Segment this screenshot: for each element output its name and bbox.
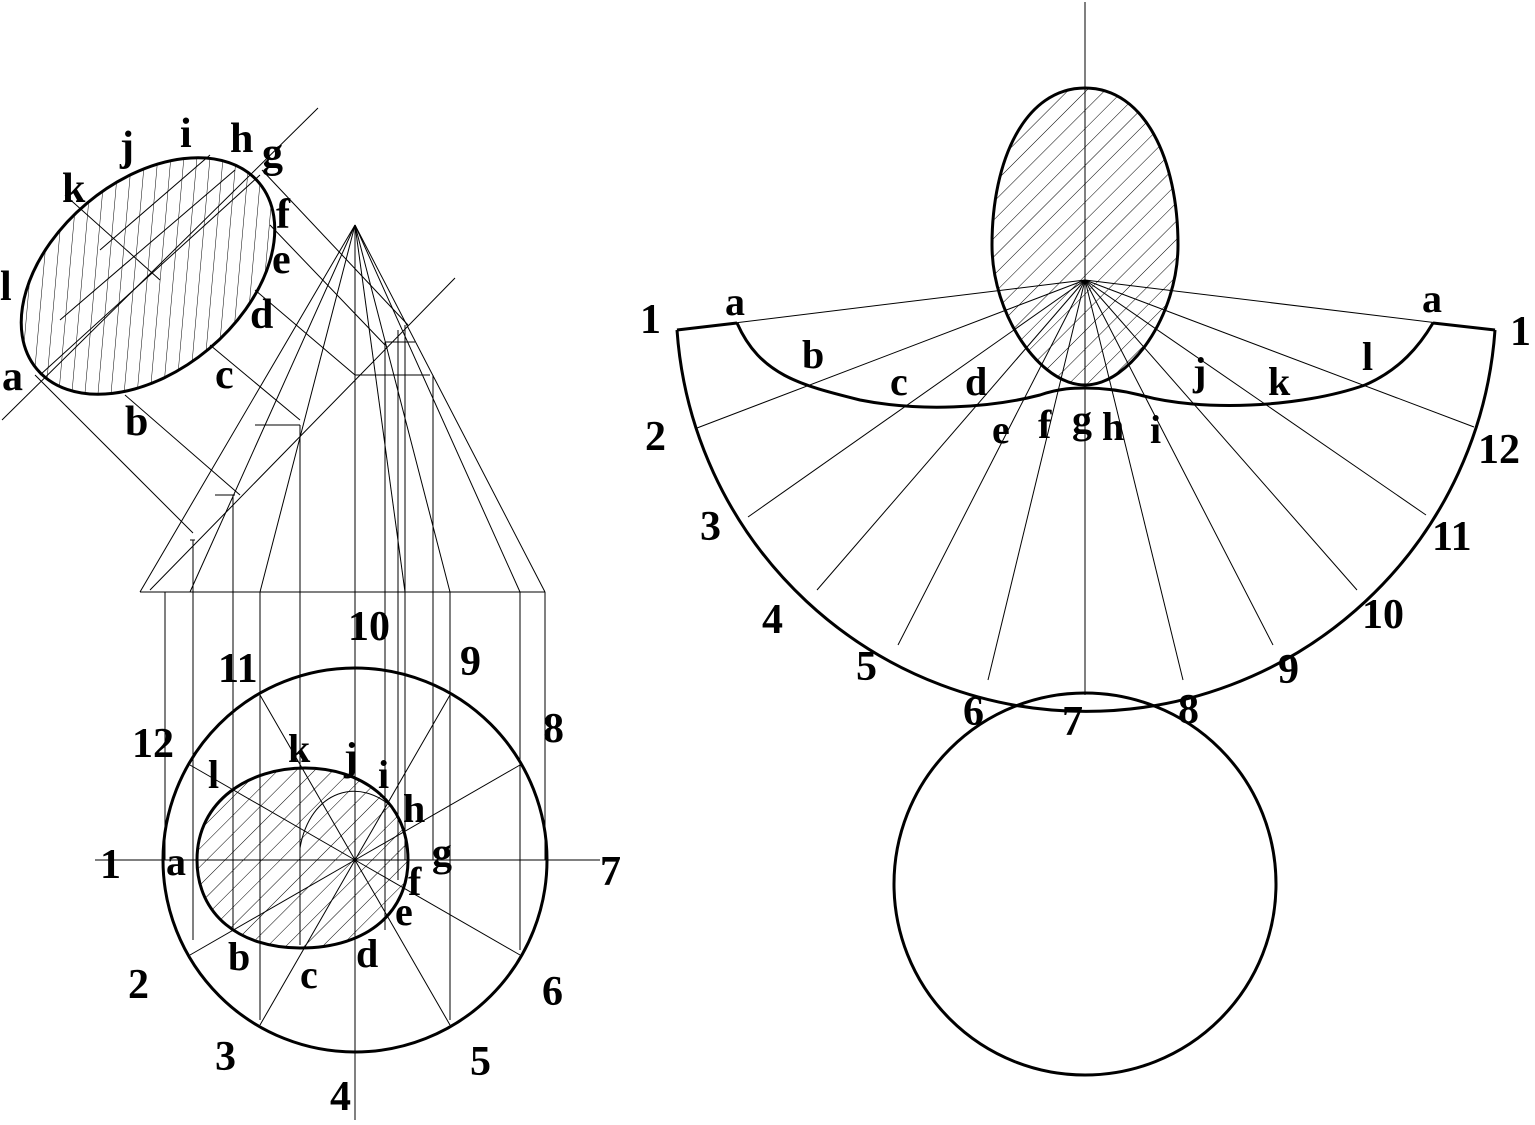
section-label-g: g — [262, 131, 283, 177]
plan-number-2: 2 — [128, 962, 149, 1008]
section-label-b: b — [125, 399, 148, 445]
cone-generator — [189, 224, 356, 593]
plan-number-1: 1 — [100, 842, 121, 888]
dev-number-8: 8 — [1178, 687, 1199, 733]
plan-point-j: j — [343, 734, 357, 779]
section-label-j: j — [119, 124, 134, 170]
dev-number-7: 7 — [1062, 699, 1083, 745]
plan-number-5: 5 — [470, 1039, 491, 1085]
plan-number-11: 11 — [218, 646, 258, 692]
section-label-e: e — [272, 237, 291, 283]
development-view — [675, 2, 1497, 1077]
plan-number-8: 8 — [543, 706, 564, 752]
dev-point-a-right: a — [1422, 276, 1442, 321]
plan-point-labels: a b c d e f g h i j k l — [166, 726, 452, 997]
plan-point-b: b — [228, 934, 250, 979]
dev-point-k: k — [1268, 359, 1291, 404]
plan-point-g: g — [432, 830, 452, 875]
cone-generator — [354, 224, 451, 593]
dev-number-1-right: 1 — [1510, 309, 1531, 355]
section-true-shape — [19, 156, 277, 396]
dev-point-e: e — [992, 407, 1010, 452]
plan-number-12: 12 — [132, 721, 174, 767]
dev-number-2: 2 — [645, 414, 666, 460]
cutting-plane-line-secondary — [149, 277, 456, 591]
plan-point-e: e — [395, 889, 413, 934]
development-section-oval — [990, 86, 1180, 387]
development-base-circle — [892, 691, 1278, 1077]
development-outer-arc — [675, 329, 1497, 713]
development-edge-right — [1432, 321, 1496, 332]
plan-view — [95, 666, 600, 1054]
development-generators — [676, 279, 1496, 681]
section-label-f: f — [276, 192, 291, 238]
dev-point-d: d — [965, 359, 987, 404]
dev-number-10: 10 — [1362, 592, 1404, 638]
dev-point-j: j — [1192, 349, 1206, 394]
section-plan-inner-curve — [299, 790, 396, 849]
projection-line — [254, 289, 356, 376]
plan-point-k: k — [288, 726, 311, 771]
dev-number-3: 3 — [700, 504, 721, 550]
plan-number-9: 9 — [460, 639, 481, 685]
plan-point-l: l — [208, 752, 219, 797]
plan-number-6: 6 — [542, 969, 563, 1015]
dev-point-f: f — [1038, 402, 1052, 447]
cone-generator — [259, 224, 356, 593]
plan-number-7: 7 — [600, 849, 621, 895]
development-edge-left — [676, 321, 738, 332]
plan-number-10: 10 — [348, 604, 390, 650]
section-label-i: i — [180, 111, 192, 157]
dev-number-4: 4 — [762, 597, 783, 643]
dev-point-g: g — [1072, 397, 1092, 442]
section-label-h: h — [230, 116, 253, 162]
section-labels: a b c d e f g h i j k l — [0, 111, 291, 445]
front-view — [1, 107, 546, 1120]
section-label-a: a — [2, 354, 23, 400]
development-number-labels: 1 2 3 4 5 6 7 8 9 10 11 12 1 — [640, 297, 1531, 745]
plan-point-h: h — [403, 786, 425, 831]
dev-point-i: i — [1150, 407, 1161, 452]
development-point-labels: a b c d e f g h i j k l a — [725, 276, 1442, 452]
plan-point-f: f — [408, 859, 422, 904]
dev-number-9: 9 — [1278, 647, 1299, 693]
dev-number-1-left: 1 — [640, 297, 661, 343]
section-label-c: c — [215, 352, 234, 398]
development-cut-curve — [735, 322, 1435, 409]
projection-line — [34, 374, 194, 534]
dev-point-a-left: a — [725, 279, 745, 324]
plan-point-d: d — [356, 931, 378, 976]
section-label-l: l — [0, 264, 12, 310]
cone-generator — [354, 224, 406, 593]
section-label-k: k — [62, 166, 86, 212]
plan-point-a: a — [166, 839, 186, 884]
cone-generator — [354, 224, 521, 593]
plan-number-labels: 1 2 3 4 5 6 7 8 9 10 11 12 — [100, 604, 621, 1120]
plan-number-4: 4 — [330, 1074, 351, 1120]
cone-generator-right — [354, 224, 546, 593]
dev-point-l: l — [1362, 334, 1373, 379]
dev-number-12: 12 — [1478, 427, 1520, 473]
projection-line — [209, 344, 301, 421]
cone-generator-left — [139, 224, 356, 593]
projection-line — [124, 394, 241, 496]
section-axis — [39, 174, 261, 376]
plan-point-i: i — [378, 752, 389, 797]
section-plan-shape — [195, 766, 410, 950]
dev-point-c: c — [890, 359, 908, 404]
plan-point-c: c — [300, 952, 318, 997]
projection-line — [261, 169, 409, 326]
section-label-d: d — [250, 292, 273, 338]
dev-number-5: 5 — [856, 644, 877, 690]
dev-point-b: b — [802, 332, 824, 377]
dev-number-11: 11 — [1432, 514, 1472, 560]
dev-point-h: h — [1102, 404, 1124, 449]
plan-number-3: 3 — [215, 1034, 236, 1080]
dev-number-6: 6 — [963, 689, 984, 735]
